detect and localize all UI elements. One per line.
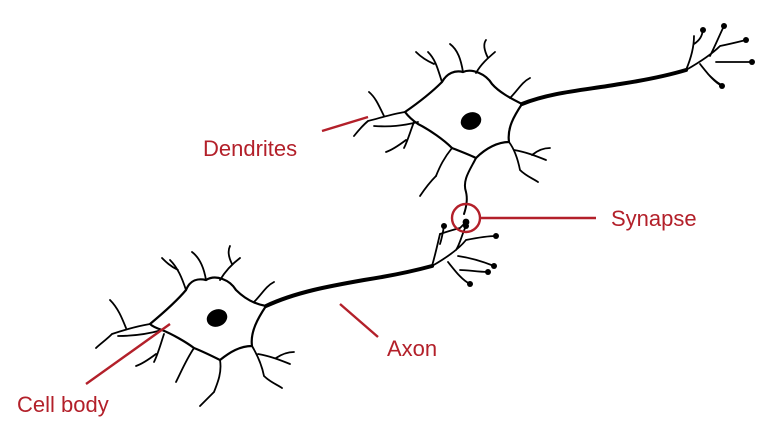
upper-terminal-bouton	[721, 23, 727, 29]
lower-neuron	[95, 218, 499, 407]
upper-dendrite	[509, 77, 531, 99]
lower-dendrite	[199, 359, 222, 407]
lower-terminal-bouton	[441, 223, 447, 229]
upper-dendrite	[385, 121, 415, 153]
synapse-label: Synapse	[611, 206, 697, 231]
lower-axon	[264, 264, 434, 308]
upper-dendrite	[508, 141, 539, 183]
upper-dendrite	[435, 147, 453, 177]
upper-dendrite	[449, 43, 464, 73]
cell-body-leader-line	[85, 323, 171, 385]
upper-axon-terminal	[685, 25, 753, 87]
lower-dendrite	[175, 347, 195, 383]
lower-axon-terminal	[431, 225, 497, 285]
lower-terminal-bouton	[485, 269, 491, 275]
cell-body-label: Cell body	[17, 392, 109, 417]
axon-label: Axon	[387, 336, 437, 361]
lower-dendrite	[161, 257, 187, 291]
lower-dendrite	[191, 251, 207, 281]
upper-terminal-bouton	[700, 27, 706, 33]
upper-axon	[520, 68, 688, 106]
lower-terminal-bouton	[467, 281, 473, 287]
upper-terminal-bouton	[743, 37, 749, 43]
upper-dendrite	[415, 51, 443, 83]
lower-nucleus	[206, 309, 228, 327]
lower-dendrite	[219, 245, 241, 281]
lower-dendrite	[95, 299, 151, 349]
lower-dendrite	[257, 351, 295, 365]
synaptic-bouton	[462, 218, 470, 226]
upper-dendrite	[353, 91, 406, 137]
lower-cell-body	[148, 276, 268, 362]
upper-nucleus	[460, 112, 482, 130]
lower-terminal-bouton	[493, 233, 499, 239]
dendrites-label: Dendrites	[203, 136, 297, 161]
dendrites-leader-line	[321, 115, 369, 133]
upper-dendrite	[419, 175, 437, 197]
lower-dendrite	[251, 345, 283, 389]
upper-dendrite	[373, 121, 419, 128]
lower-dendrite	[253, 281, 275, 303]
upper-dendrite	[513, 147, 551, 161]
upper-terminal-bouton	[749, 59, 755, 65]
upper-cell-body	[403, 69, 524, 160]
upper-dendrite	[475, 39, 496, 74]
annotations: Dendrites Synapse Axon Cell body	[17, 115, 697, 417]
lower-terminal-bouton	[491, 263, 497, 269]
upper-to-synapse-fiber	[463, 157, 477, 215]
axon-leader-line	[339, 303, 379, 338]
lower-dendrite	[135, 333, 165, 367]
upper-terminal-bouton	[719, 83, 725, 89]
upper-neuron	[353, 23, 755, 215]
